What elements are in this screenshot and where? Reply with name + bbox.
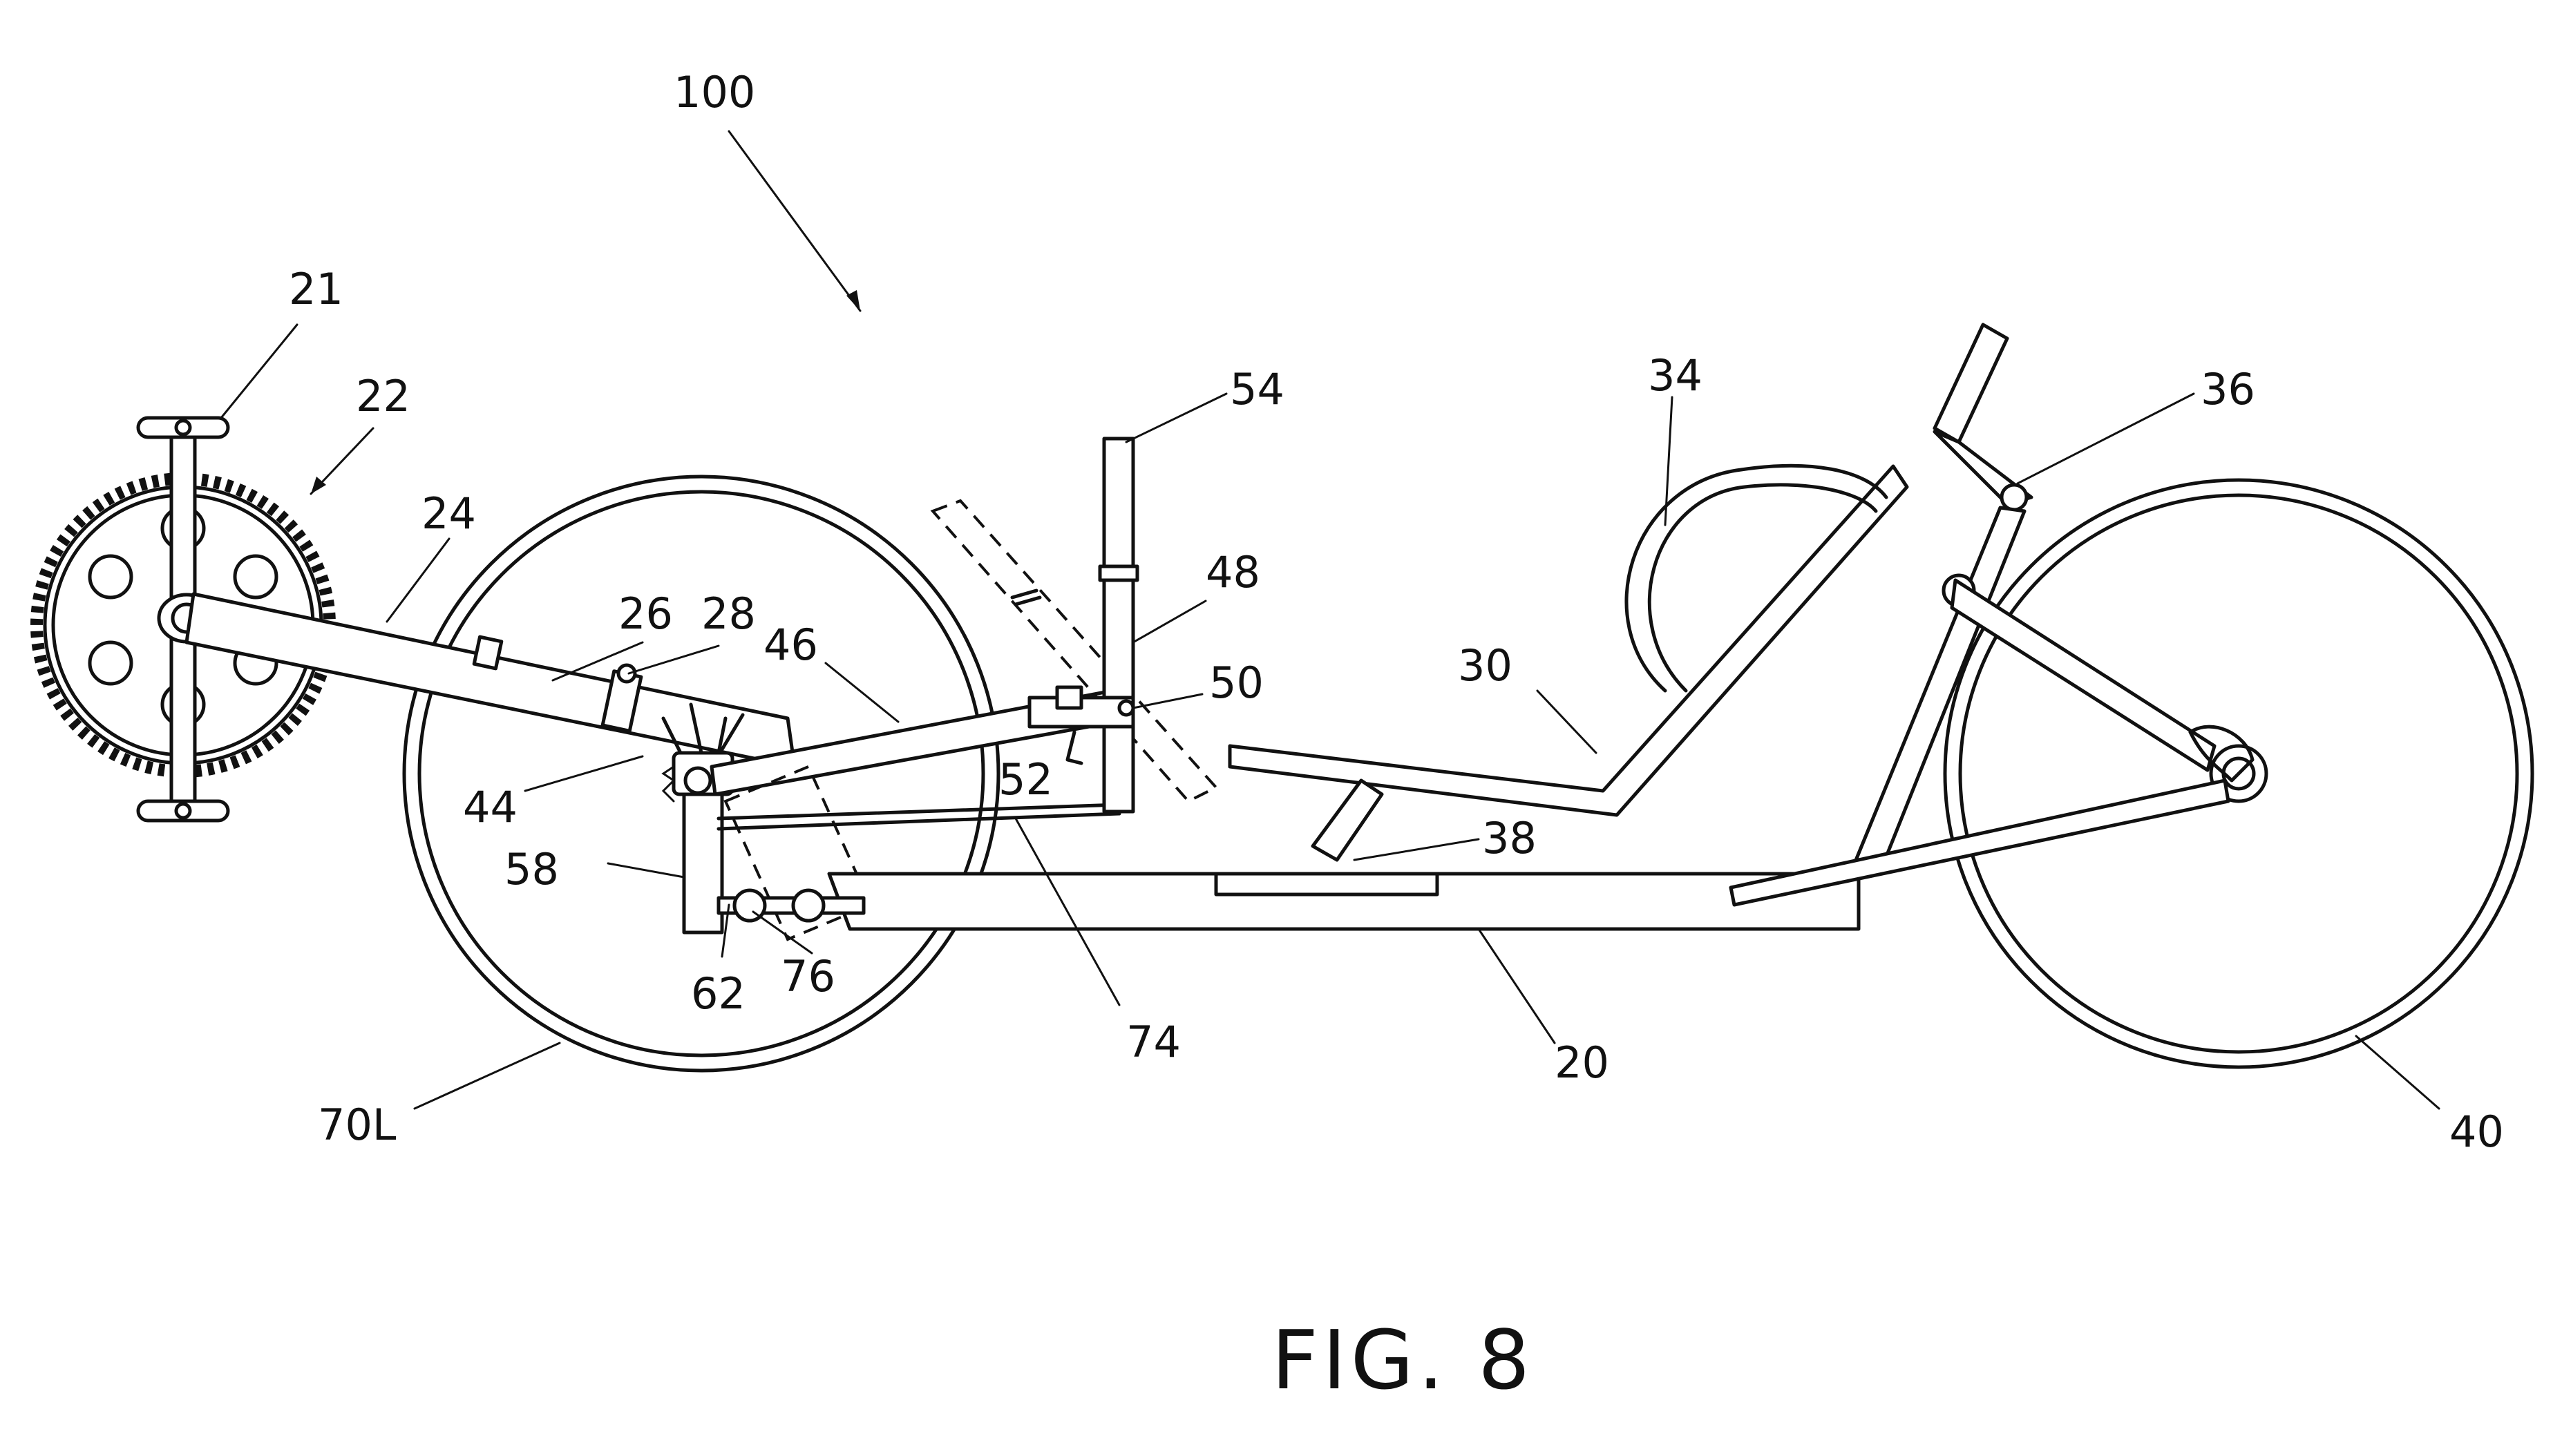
fork-block-58 — [661, 702, 745, 935]
label-48: 48 — [1206, 547, 1260, 597]
leader-lines — [220, 130, 2440, 1110]
wheel-70L — [402, 475, 1000, 1073]
label-40: 40 — [2449, 1107, 2504, 1157]
label-62: 62 — [691, 968, 746, 1019]
label-34: 34 — [1648, 350, 1702, 401]
seat-back-34 — [1624, 463, 1888, 693]
reference-labels: 100 21 22 24 26 28 46 44 58 62 76 70L 54… — [289, 67, 2504, 1157]
label-38: 38 — [1482, 813, 1537, 863]
label-30: 30 — [1458, 640, 1512, 691]
label-58: 58 — [504, 844, 559, 894]
label-52: 52 — [998, 754, 1053, 805]
seat-30 — [1228, 464, 1909, 862]
main-frame-20 — [717, 872, 1861, 931]
label-70L: 70L — [318, 1100, 397, 1150]
label-24: 24 — [421, 488, 476, 539]
label-20: 20 — [1555, 1037, 1609, 1088]
seat-post-54 — [1027, 437, 1139, 814]
wheel-40 — [1943, 478, 2534, 1069]
label-44: 44 — [463, 782, 518, 832]
label-46: 46 — [763, 620, 818, 670]
link-74 — [717, 803, 1121, 831]
label-50: 50 — [1209, 658, 1264, 708]
label-36: 36 — [2201, 364, 2255, 414]
head-tube-36 — [1729, 323, 2255, 907]
label-100: 100 — [674, 67, 755, 117]
label-26: 26 — [618, 588, 673, 639]
label-28: 28 — [701, 588, 756, 639]
label-74: 74 — [1126, 1017, 1181, 1067]
label-22: 22 — [356, 371, 410, 421]
label-76: 76 — [781, 951, 835, 1002]
label-21: 21 — [289, 264, 343, 314]
figure-caption: FIG. 8 — [1271, 1312, 1534, 1408]
label-54: 54 — [1230, 364, 1284, 414]
